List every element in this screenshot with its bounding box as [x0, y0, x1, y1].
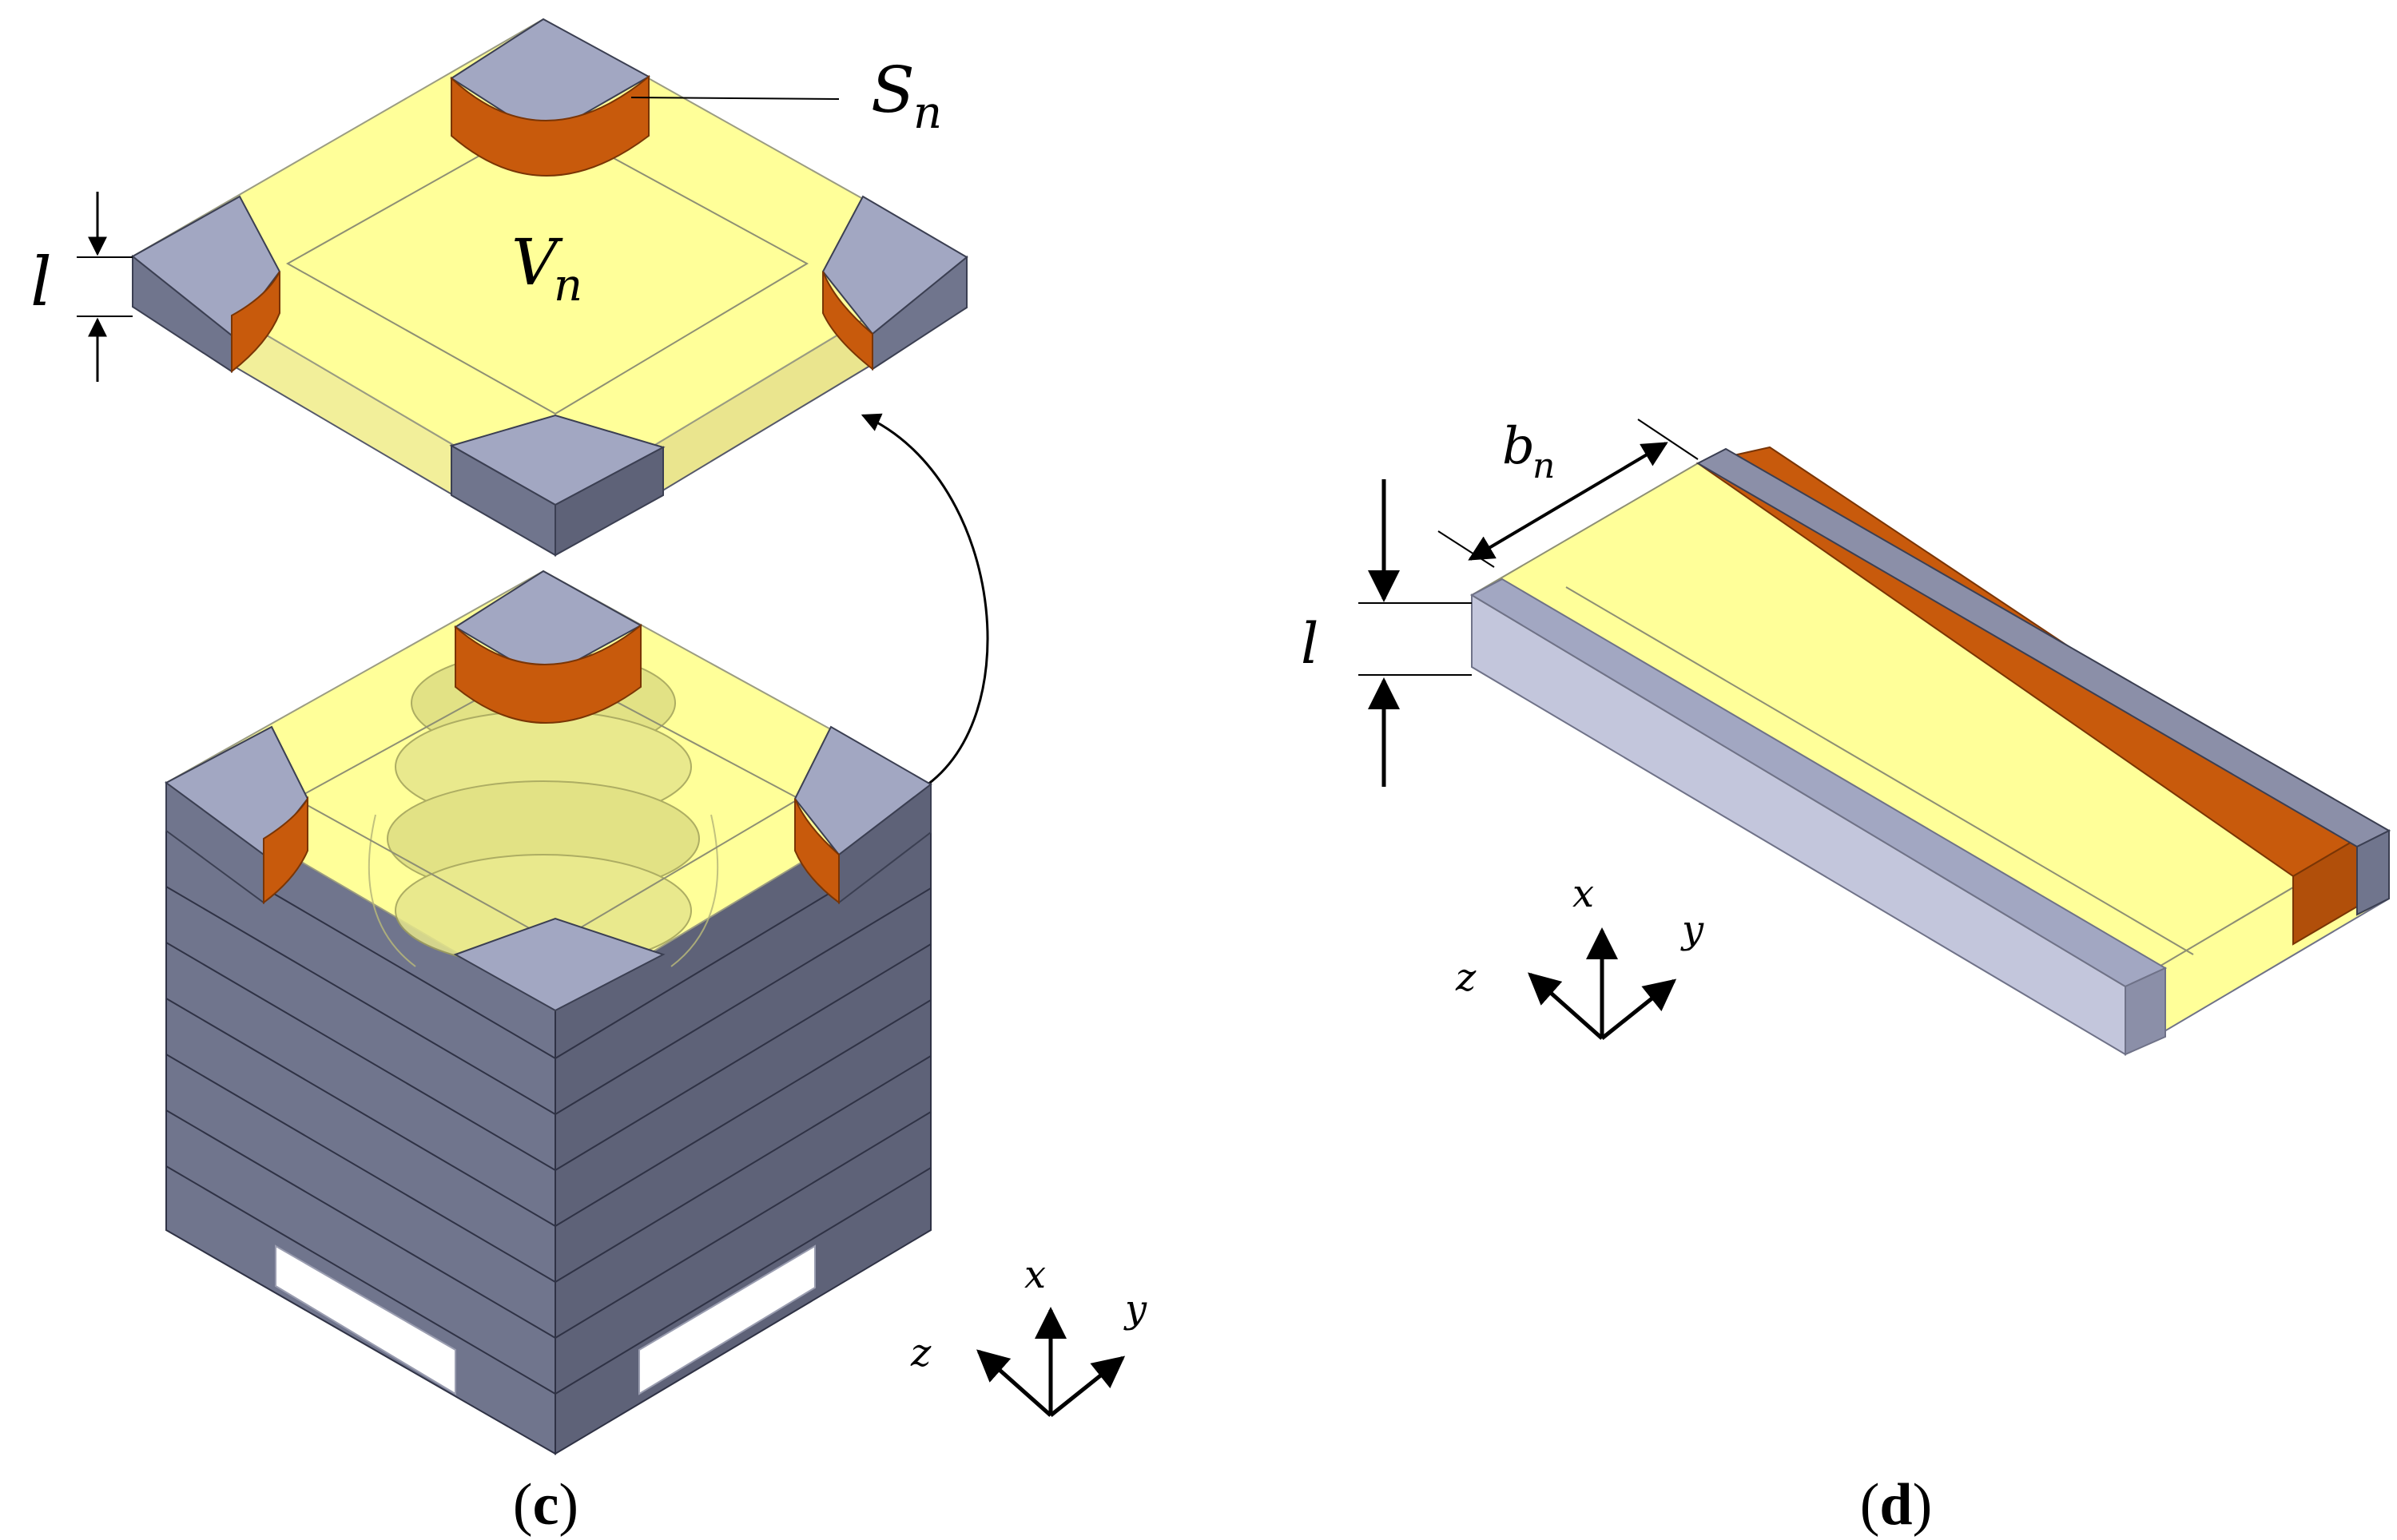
axis-label-z-c: z	[910, 1331, 932, 1375]
corner-block-bottom	[449, 414, 666, 557]
caption-d: (d)	[1860, 1472, 1932, 1538]
leader-line-S	[630, 97, 840, 100]
label-V: V	[511, 225, 563, 300]
dimension-b: b n	[1437, 417, 1699, 568]
stack-base-gap-left	[275, 1244, 456, 1395]
bar-inner-line	[1565, 586, 2194, 955]
stack-layer-lines-left	[165, 830, 556, 1395]
label-b: b	[1502, 417, 1535, 476]
stack-corner-bottom	[453, 917, 666, 1012]
label-l-d: l	[1301, 611, 1318, 677]
label-b-sub: n	[1532, 446, 1555, 486]
label-V-sub: n	[554, 260, 582, 312]
label-S: S	[871, 53, 915, 127]
label-l-c: l	[30, 243, 52, 321]
corner-block-right	[821, 195, 968, 371]
axis-label-x-d: x	[1572, 871, 1594, 916]
bar-gray-strip-far-end	[2356, 829, 2390, 916]
stack-base-gap-right	[638, 1244, 816, 1395]
axis-triad-d	[1528, 927, 1677, 1040]
axis-label-x-c: x	[1024, 1252, 1046, 1297]
axis-label-y-c: y	[1123, 1287, 1147, 1332]
axis-label-y-d: y	[1680, 907, 1704, 952]
panel-d: b n l x y z (d)	[1301, 417, 2391, 1538]
panel-c: S n V n l	[30, 18, 1147, 1538]
axis-label-z-d: z	[1455, 955, 1477, 1000]
corner-block-left	[131, 195, 281, 374]
stack-layer-lines-right	[555, 832, 932, 1395]
dimension-l-d: l	[1301, 479, 1472, 787]
stack-corner-left	[165, 725, 309, 905]
bar-gray-strip-near-end	[2125, 966, 2166, 1056]
stack-corner-right	[793, 725, 932, 905]
dimension-l-c: l	[30, 192, 133, 382]
stack-corner-top	[454, 570, 643, 724]
corner-block-top	[450, 18, 651, 177]
axis-triad-c	[976, 1307, 1126, 1417]
top-slab	[131, 18, 968, 557]
label-S-sub: n	[913, 87, 942, 139]
caption-c: (c)	[513, 1472, 578, 1538]
stacked-block	[164, 570, 933, 1455]
top-slab-inner-frame	[285, 118, 809, 415]
curved-arrow	[861, 413, 989, 796]
